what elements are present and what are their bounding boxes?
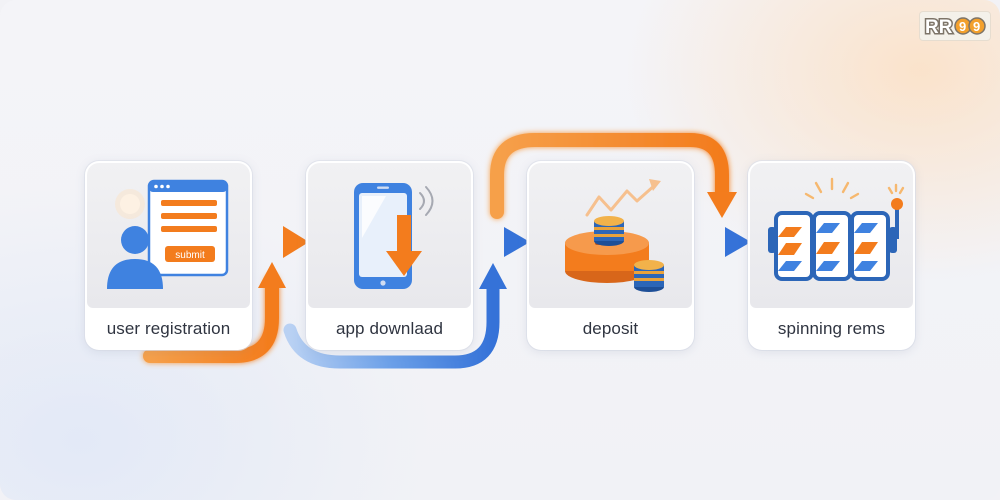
step-card-app-download[interactable]: app downlaad [306, 161, 473, 350]
svg-text:9: 9 [973, 19, 980, 34]
logo-mark: RR 9 9 [924, 16, 986, 38]
app-download-illustration [308, 163, 471, 308]
phone-download-icon [354, 183, 434, 289]
arrow-deposit-to-spinning [677, 227, 751, 257]
user-registration-icon: submit [107, 179, 229, 289]
coin-deposit-icon [565, 179, 664, 292]
slot-machine-icon [768, 177, 905, 281]
brand-logo: RR 9 9 [919, 11, 991, 41]
user-registration-illustration: submit [87, 163, 250, 308]
svg-text:9: 9 [959, 19, 966, 34]
slot-machine-illustration [750, 163, 913, 308]
step-card-deposit[interactable]: deposit [527, 161, 694, 350]
deposit-illustration [529, 163, 692, 308]
step-card-user-registration[interactable]: submit user registration [85, 161, 252, 350]
submit-button-graphic [165, 246, 215, 262]
step-card-spinning-reels[interactable]: spinning rems [748, 161, 915, 350]
arrow-registration-to-download [235, 226, 309, 258]
step-label: deposit [582, 319, 639, 338]
submit-button-text: submit [175, 250, 205, 261]
svg-text:RR: RR [925, 17, 953, 38]
step-label: user registration [106, 319, 231, 338]
arrow-download-to-deposit [456, 227, 530, 257]
step-label: app downlaad [335, 319, 444, 338]
step-label: spinning rems [777, 319, 886, 338]
